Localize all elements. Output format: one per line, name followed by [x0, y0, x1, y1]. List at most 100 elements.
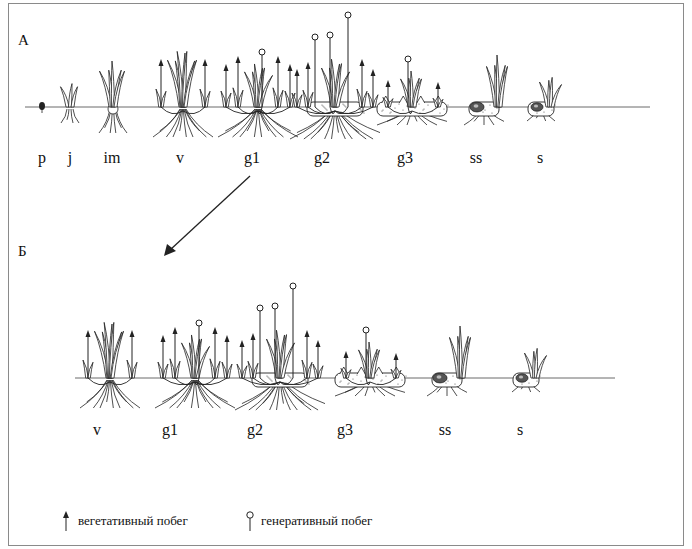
tiller — [253, 378, 280, 385]
stipple — [385, 375, 386, 376]
stipple — [270, 379, 271, 380]
stipple — [405, 375, 406, 376]
arrow-head — [164, 244, 176, 256]
root — [73, 109, 79, 123]
tiller — [226, 107, 258, 114]
dead-part — [474, 104, 479, 108]
stipple — [398, 103, 399, 104]
tiller — [258, 107, 278, 114]
dead-part — [519, 376, 523, 379]
root — [260, 109, 290, 131]
leaf — [499, 66, 508, 107]
stipple — [401, 379, 402, 380]
arrow-head — [305, 330, 310, 337]
vegetative-shoot — [297, 75, 298, 107]
stage-label: s — [517, 421, 523, 439]
stipple — [348, 382, 349, 383]
stipple — [271, 380, 272, 381]
tiller — [258, 107, 290, 114]
inflorescence — [345, 12, 351, 18]
stipple — [414, 107, 415, 108]
panel-letter: А — [18, 32, 29, 49]
tiller — [238, 107, 258, 114]
stipple — [372, 378, 373, 379]
stipple — [380, 380, 381, 381]
inflorescence — [327, 32, 333, 38]
tiller — [110, 378, 132, 385]
stage-label: j — [68, 149, 72, 167]
generative-shoot — [275, 309, 276, 378]
legend-text: вегетативный побег — [78, 514, 188, 528]
leaf — [111, 331, 124, 378]
stipple — [268, 377, 269, 378]
stipple — [422, 109, 423, 110]
stipple — [536, 380, 537, 381]
arrow-head — [159, 59, 164, 66]
inflorescence — [312, 34, 318, 40]
stage-label: im — [104, 149, 121, 167]
vegetative-shoot — [132, 336, 133, 378]
stage-label: p — [38, 149, 46, 167]
stage-label: g3 — [337, 421, 353, 439]
vegetative-shoot — [238, 62, 239, 107]
leaf — [413, 79, 422, 107]
leaf — [551, 85, 562, 107]
leaf — [61, 87, 70, 107]
dead-part — [470, 102, 484, 112]
stipple — [521, 383, 522, 384]
root — [61, 109, 67, 123]
stage-label: g2 — [247, 421, 263, 439]
vegetative-shoot — [396, 359, 397, 378]
arrow-head — [173, 327, 178, 334]
tiller — [280, 378, 293, 385]
inflorescence — [363, 327, 369, 333]
tiller — [366, 378, 370, 385]
stipple — [454, 383, 455, 384]
inflorescence — [272, 303, 278, 309]
tiller — [163, 378, 195, 385]
tiller — [161, 107, 183, 114]
leaf — [259, 75, 273, 107]
vegetative-shoot — [227, 341, 228, 378]
stipple — [347, 383, 348, 384]
arrow-head — [394, 353, 399, 360]
generative-shoot — [366, 333, 367, 378]
stipple — [340, 380, 341, 381]
frame — [9, 4, 684, 546]
stipple — [381, 110, 382, 111]
vegetative-shoot — [373, 75, 374, 107]
stipple — [356, 374, 357, 375]
legend-text: генеративный побег — [261, 514, 372, 528]
stipple — [529, 103, 530, 104]
stage-label: g3 — [397, 149, 413, 167]
generative-shoot — [408, 62, 409, 107]
arrow-head — [203, 59, 208, 66]
vegetative-shoot — [253, 339, 254, 378]
stipple — [482, 111, 483, 112]
arrow-head — [306, 62, 311, 69]
seed — [39, 102, 45, 110]
arrow-head — [130, 330, 135, 337]
vegetative-shoot — [308, 68, 309, 107]
leaf — [336, 72, 350, 107]
tiller — [297, 107, 335, 114]
tiller — [335, 107, 373, 114]
tiller — [275, 378, 280, 385]
tiller — [242, 378, 280, 385]
stipple — [325, 108, 326, 109]
stipple — [427, 104, 428, 105]
stipple — [491, 112, 492, 113]
dead-part — [433, 373, 447, 383]
root — [71, 109, 73, 123]
stipple — [447, 104, 448, 105]
stipple — [326, 109, 327, 110]
stipple — [390, 111, 391, 112]
stipple — [288, 375, 289, 376]
vegetative-shoot — [161, 65, 162, 107]
stipple — [321, 104, 322, 105]
vegetative-shoot — [205, 65, 206, 107]
stipple — [267, 376, 268, 377]
transition-arrow — [170, 176, 250, 250]
generative-shoot — [293, 289, 294, 378]
leaf — [71, 87, 78, 107]
